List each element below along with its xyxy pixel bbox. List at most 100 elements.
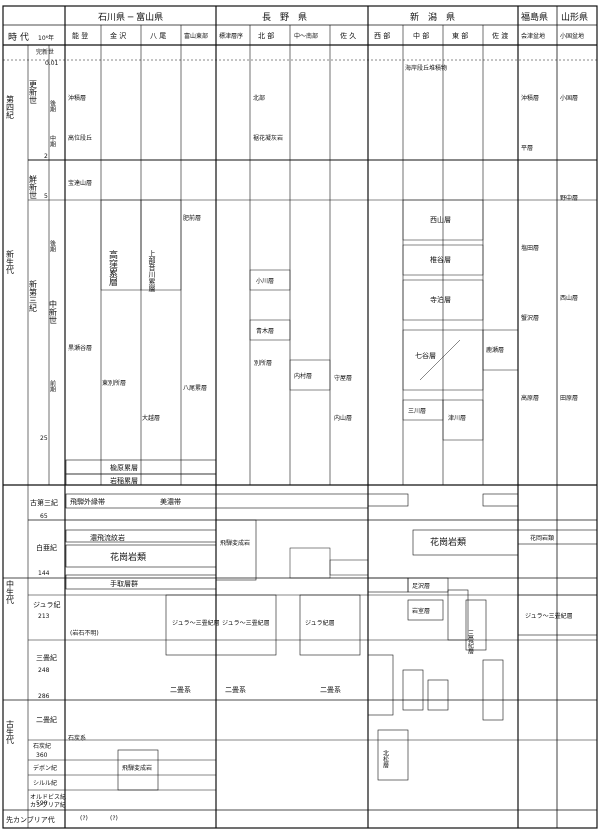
age-25: 25 [40, 435, 48, 442]
era-jurassic: ジュラ紀 [33, 600, 61, 609]
unit-uchimura: 内村層 [294, 372, 312, 380]
unit-hoto: 宝達山層 [68, 179, 92, 187]
unit-ashigaya: 足沢層 [412, 582, 430, 590]
unit-yatsuo: 八尾累層 [183, 385, 207, 392]
table-frame [2, 5, 598, 829]
header-noto: 能 登 [72, 31, 88, 40]
unit-kanoda: 鹿瀬層 [486, 346, 504, 354]
header-tobu: 東 部 [452, 31, 468, 40]
unit-shiiya: 椎谷層 [430, 255, 451, 264]
header-toyama-east: 富山東部 [184, 32, 208, 40]
unit-nijo-3: 二畳系 [320, 685, 341, 694]
unit-shiota: 塩田層 [521, 244, 539, 252]
era-miocene: 中新世 [49, 299, 58, 324]
header-fukushima: 福島県 [521, 11, 548, 23]
period-early-m: 前期 [49, 379, 56, 393]
unit-nohi: 濃飛流紋岩 [90, 533, 125, 542]
header-niigata: 新 潟 県 [410, 11, 455, 23]
age-360: 360 [36, 752, 48, 759]
unit-aoki: 青木層 [256, 327, 274, 335]
period-middle-q: 中期 [49, 134, 56, 148]
header-myojo: 標津層序 [219, 32, 243, 40]
header-nakanan: 中〜南部 [294, 32, 318, 40]
unit-nagano-hokubu: 北部 [253, 94, 265, 102]
era-mesozoic: 中生代 [6, 579, 15, 605]
unit-bessho: 別所層 [254, 359, 272, 367]
unit-nishi-yamagata: 西山層 [560, 294, 578, 302]
unit-hanaoka: 花岡岩類 [530, 534, 554, 542]
age-001: 0.01 [45, 60, 59, 67]
era-holocene: 完新世 [36, 48, 54, 56]
ishikawa-toyama-units: 楡原累層 岩稲累層 高窪累層 上部音川累層 沖積層 高位段丘 宝達山層 黒瀬谷層… [65, 94, 220, 822]
unit-takaiki: 高位段丘 [68, 134, 92, 142]
era-neogene: 新第三紀 [29, 279, 38, 312]
unit-jurassic-fuku: ジュラ〜三畳紀層 [525, 612, 573, 620]
unit-sekitan-1: 石炭系 [68, 734, 86, 742]
era-quaternary: 第四紀 [6, 94, 15, 119]
unit-higashibessho: 東別所層 [102, 379, 126, 387]
era-ordovician: オルドビス紀 [30, 793, 66, 801]
unit-tetori: 手取層群 [110, 579, 138, 588]
unit-nirehara: 楡原累層 [110, 463, 138, 472]
era-triassic: 三畳紀 [36, 653, 57, 662]
age-5: 5 [44, 193, 48, 200]
period-late-m: 後期 [49, 239, 56, 253]
header-nagano: 長 野 県 [262, 12, 307, 23]
header-kanazawa: 金 沢 [110, 31, 126, 40]
era-permian: 二畳紀 [36, 715, 57, 724]
header-saku: 佐 久 [340, 31, 356, 40]
unit-uchiyama: 内山層 [334, 414, 352, 422]
age-213: 213 [38, 613, 50, 620]
unit-nijo-2: 二畳系 [225, 685, 246, 694]
unit-ogoshi: 大越層 [142, 414, 160, 422]
unit-kaigan: 海岸段丘堆積物 [405, 64, 447, 72]
header-yamagata: 山形県 [561, 11, 588, 23]
nagano-units: 北部 裾花凝灰岩 小川層 青木層 別所層 内村層 守屋層 内山層 飛騨変成岩 ジ… [215, 94, 369, 694]
unit-nishiyama: 西山層 [430, 215, 451, 224]
header-age-unit: 10⁶年 [38, 34, 54, 42]
unit-takaharasan: 高原層 [521, 394, 539, 402]
unit-kamiichi: 上部音川累層 [148, 249, 156, 293]
unit-okiko-1: 沖積層 [68, 94, 86, 102]
unit-hida-gaien: 飛騨外縁帯 [70, 497, 105, 506]
unit-hida-henseigan-1: 飛騨変成岩 [122, 764, 152, 772]
era-cenozoic: 新生代 [6, 249, 15, 275]
niigata-units: 海岸段丘堆積物 西山層 椎谷層 寺泊層 七谷層 三川層 津川層 鹿瀬層 花崗岩類… [367, 64, 519, 781]
unit-nijo-1: 二畳系 [170, 685, 191, 694]
era-paleogene: 古第三紀 [30, 498, 58, 507]
unit-mino: 美濃帯 [160, 497, 181, 506]
unit-okiko-2: 沖積層 [521, 94, 539, 102]
unit-nonaka: 野中層 [560, 194, 578, 202]
fukushima-yamagata-units: 沖積層 平層 塩田層 蟹沢層 高原層 小国層 野中層 西山層 田原層 花岡岩類 … [517, 94, 598, 636]
unit-kuroseda: 黒瀬谷層 [68, 344, 92, 352]
header-era: 時 代 [8, 32, 29, 43]
age-144: 144 [38, 570, 50, 577]
header-nishibu: 西 部 [374, 31, 390, 40]
unit-nanatani: 七谷層 [415, 351, 436, 360]
unit-jurassic-3: ジュラ紀層 [305, 619, 335, 627]
era-silurian: シルル紀 [33, 779, 57, 787]
header-ishikawa-toyama: 石川県 ─ 富山県 [98, 11, 163, 23]
era-cretaceous: 白亜紀 [36, 543, 57, 552]
unit-kitamatsu: 北松層 [382, 749, 389, 769]
unit-moriya: 守屋層 [334, 374, 352, 382]
era-pleistocene: 更新世 [29, 80, 38, 104]
unit-tsugawa: 津川層 [448, 415, 466, 422]
unit-oguni-iwa: 小国層 [560, 94, 578, 102]
unit-iwamuro: 岩室層 [412, 607, 430, 615]
header-yao: 八 尾 [150, 32, 166, 40]
unit-hida-henseigan-2: 飛騨変成岩 [220, 539, 250, 547]
unit-jurassic-1: ジュラ〜三畳紀層 [172, 619, 220, 627]
header-aizu: 会津盆地 [521, 32, 545, 40]
era-devonian: デボン紀 [33, 764, 57, 772]
unit-ogawa: 小川層 [256, 277, 274, 285]
era-pliocene: 鮮新世 [29, 174, 38, 199]
unit-hizen: 肥前層 [183, 214, 201, 222]
unit-sugiura: 裾花凝灰岩 [253, 134, 283, 142]
age-248: 248 [38, 667, 50, 674]
unit-taira: 平層 [521, 145, 533, 152]
header-chubu: 中 部 [413, 31, 429, 40]
mark-q2: (?) [110, 815, 118, 822]
header-hokubu: 北 部 [258, 31, 274, 40]
